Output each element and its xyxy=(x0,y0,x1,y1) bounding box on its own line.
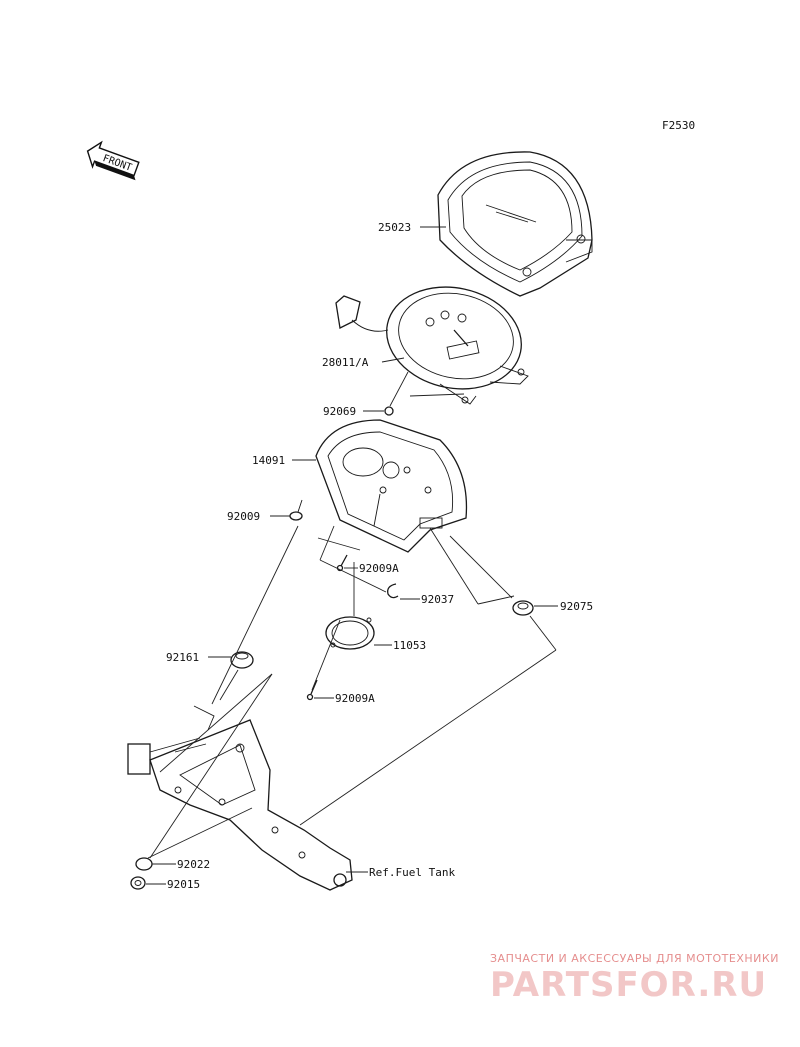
part-label: 92009A xyxy=(359,562,399,575)
part-label: 92069 xyxy=(323,405,356,418)
assembly-lines xyxy=(147,371,557,859)
watermark-tagline: ЗАПЧАСТИ И АКСЕССУАРЫ ДЛЯ МОТОТЕХНИКИ xyxy=(490,952,779,965)
washer-92022 xyxy=(135,857,153,871)
screw-92009 xyxy=(289,499,303,521)
reference-label: Ref.Fuel Tank xyxy=(369,866,455,879)
front-arrow-icon: FRONT xyxy=(86,140,140,181)
watermark-logo: PARTSFOR.RU xyxy=(490,965,767,1005)
meter-case-14091 xyxy=(315,419,468,553)
part-label: 92161 xyxy=(166,651,199,664)
part-label: 28011/A xyxy=(322,356,369,369)
clip-92037 xyxy=(387,583,399,599)
part-label: 92015 xyxy=(167,878,200,891)
part-label: 14091 xyxy=(252,454,285,467)
gasket-11053 xyxy=(325,616,375,650)
part-label: 92037 xyxy=(421,593,454,606)
part-label: 92075 xyxy=(560,600,593,613)
figure-code: F2530 xyxy=(662,119,695,132)
leader-lines xyxy=(146,226,558,885)
screw-92009a-lower xyxy=(306,679,318,701)
nut-92015 xyxy=(130,876,146,890)
grommet-92075 xyxy=(512,600,534,616)
damper-92161 xyxy=(230,651,254,669)
part-label: 11053 xyxy=(393,639,426,652)
part-label: 25023 xyxy=(378,221,411,234)
part-label: 92009 xyxy=(227,510,260,523)
part-label: 92009A xyxy=(335,692,375,705)
meter-assembly-28011a xyxy=(335,286,529,405)
part-label: 92022 xyxy=(177,858,210,871)
meter-cover-25023 xyxy=(437,151,593,297)
nut-92069 xyxy=(384,406,394,416)
meter-bracket xyxy=(127,705,353,891)
